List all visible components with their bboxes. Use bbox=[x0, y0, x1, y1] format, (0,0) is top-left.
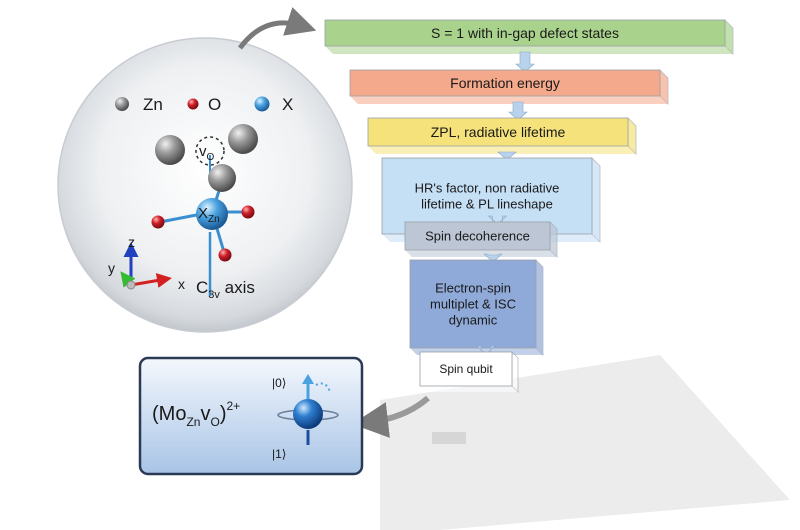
o-legend-label: O bbox=[208, 95, 221, 114]
step-side-face bbox=[511, 351, 519, 393]
x-legend-dot bbox=[254, 96, 270, 112]
step-front-face bbox=[409, 259, 537, 349]
coordinate-axes: z y x bbox=[108, 234, 185, 292]
step-box-3: ZPL, radiative lifetime bbox=[367, 117, 637, 155]
spin-sphere bbox=[293, 399, 323, 429]
step-side-face bbox=[591, 157, 601, 243]
step-bottom-face bbox=[405, 250, 557, 257]
step-box-1: S = 1 with in-gap defect states bbox=[324, 19, 734, 55]
step-front-face bbox=[419, 351, 513, 387]
o-atom-bottom bbox=[218, 248, 232, 262]
step-box-7: Spin qubit bbox=[419, 351, 519, 393]
zn-legend-dot bbox=[115, 97, 129, 111]
c3v-axis-label: C3v axis bbox=[196, 278, 255, 301]
step-label-5-line-1: Spin decoherence bbox=[425, 229, 530, 244]
floor-mark bbox=[432, 432, 466, 444]
x-axis-arrow bbox=[130, 273, 172, 288]
step-connector-arrow-1 bbox=[515, 51, 535, 73]
qubit-formula: (MoZnvO)2+ bbox=[152, 399, 240, 429]
x-center-atom bbox=[196, 198, 228, 230]
step-front-face bbox=[349, 69, 661, 97]
step-label-4-line-2: lifetime & PL lineshape bbox=[421, 197, 553, 212]
step-front-face bbox=[381, 157, 593, 235]
precession-path bbox=[315, 382, 331, 393]
spin-up-arrowhead bbox=[302, 374, 314, 384]
step-connector-arrow-3 bbox=[497, 151, 517, 161]
step-label-6-line-2: multiplet & ISC bbox=[430, 297, 516, 312]
step-label-6-line-3: dynamic bbox=[449, 313, 498, 328]
y-axis-label: y bbox=[108, 260, 115, 276]
state-one-label: |1⟩ bbox=[272, 447, 286, 461]
step-front-face bbox=[367, 117, 629, 147]
x-axis-label: x bbox=[178, 276, 185, 292]
qubit-panel: (MoZnvO)2+ |0⟩ |1⟩ bbox=[138, 356, 364, 476]
o-legend-dot bbox=[187, 98, 199, 110]
defect-molecule: vO XZn C3v axis bbox=[151, 124, 258, 301]
step-bottom-face bbox=[368, 146, 636, 154]
step-side-face bbox=[535, 259, 544, 356]
axis-origin bbox=[126, 280, 136, 290]
oxygen-vacancy bbox=[195, 136, 225, 166]
step-bottom-face bbox=[325, 46, 733, 54]
zn-atom-lower bbox=[208, 164, 236, 192]
o-atom-left bbox=[151, 215, 165, 229]
step-bottom-face bbox=[420, 386, 518, 392]
step-connector-arrow-2 bbox=[508, 101, 528, 121]
step-label-1-line-1: S = 1 with in-gap defect states bbox=[431, 25, 619, 41]
zn-atom-left bbox=[155, 135, 185, 165]
state-zero-label: |0⟩ bbox=[272, 376, 286, 390]
step-front-face bbox=[404, 221, 551, 251]
zn-atom-right bbox=[228, 124, 258, 154]
vacancy-label: vO bbox=[199, 143, 215, 163]
step-box-2: Formation energy bbox=[349, 69, 669, 105]
z-axis-label: z bbox=[128, 234, 135, 250]
curved-arrow-to-qubit bbox=[352, 395, 430, 438]
step-front-face bbox=[324, 19, 726, 47]
step-bottom-face bbox=[350, 96, 668, 104]
step-label-3-line-1: ZPL, radiative lifetime bbox=[431, 124, 566, 140]
step-label-6-line-1: Electron-spin bbox=[435, 281, 511, 296]
atom-legend: Zn O X bbox=[115, 95, 293, 114]
step-label-2-line-1: Formation energy bbox=[450, 75, 560, 91]
floor-plane bbox=[380, 355, 790, 530]
o-atom-right bbox=[241, 205, 255, 219]
step-box-5: Spin decoherence bbox=[404, 221, 558, 258]
zn-legend-label: Zn bbox=[143, 95, 163, 114]
x-center-label: XZn bbox=[198, 205, 220, 225]
x-legend-label: X bbox=[282, 95, 293, 114]
workflow-steps: S = 1 with in-gap defect statesFormation… bbox=[324, 19, 734, 393]
step-label-7-line-1: Spin qubit bbox=[439, 362, 493, 376]
curved-arrow-to-steps bbox=[237, 7, 317, 50]
step-connector-arrow-5 bbox=[483, 253, 503, 263]
step-label-4-line-1: HR's factor, non radiative bbox=[415, 181, 560, 196]
